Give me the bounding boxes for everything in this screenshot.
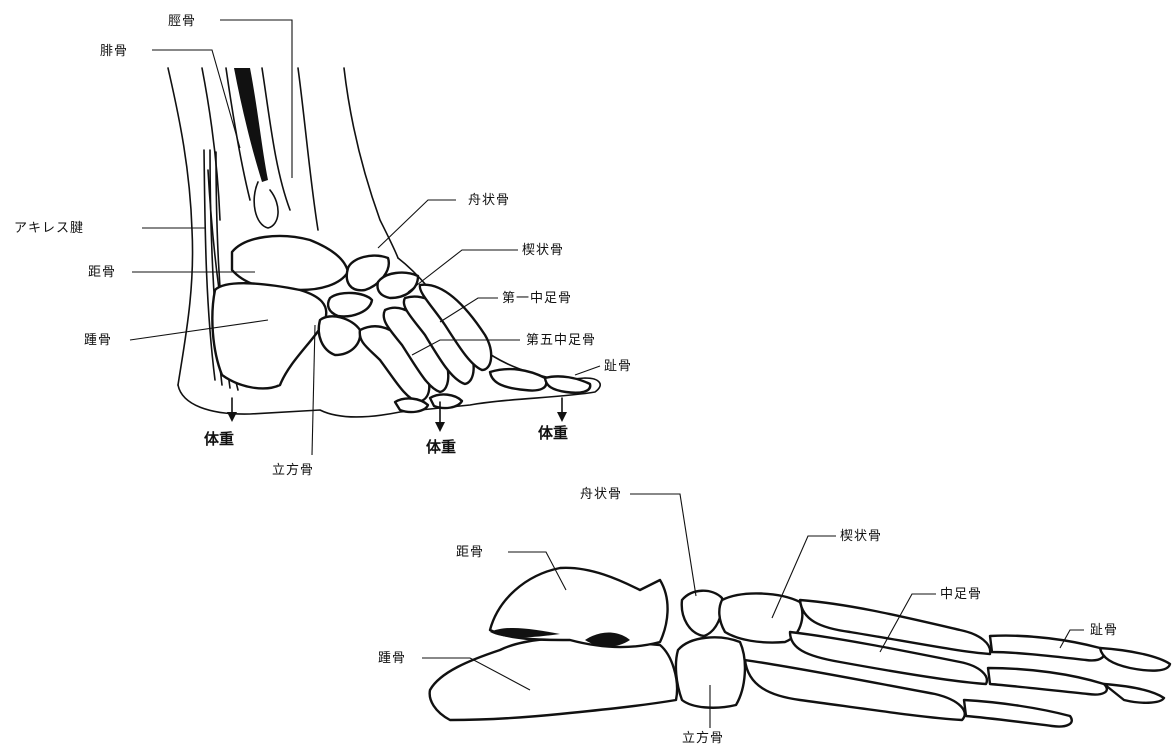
label-cuboid: 立方骨 xyxy=(272,462,314,478)
tibia-outline-left xyxy=(298,68,318,230)
achilles-outline-back xyxy=(168,68,193,385)
label-navicular-lower: 舟状骨 xyxy=(580,487,622,502)
lateral-malleolus xyxy=(254,182,278,228)
label-cuneiform: 楔状骨 xyxy=(522,243,564,258)
label-phalanges: 趾骨 xyxy=(604,359,632,374)
cuboid-bone xyxy=(319,316,360,355)
label-cuneiform-lower: 楔状骨 xyxy=(840,529,882,544)
label-metatarsals-lower: 中足骨 xyxy=(940,587,982,602)
label-tibia: 脛骨 xyxy=(168,14,196,29)
label-achilles: アキレス腱 xyxy=(14,221,84,236)
tibia-outline-right xyxy=(344,68,398,258)
calcaneus-bone xyxy=(212,283,326,388)
label-weight-mid: 体重 xyxy=(426,438,456,456)
label-weight-toe: 体重 xyxy=(538,424,568,442)
cuneiform-bone-1 xyxy=(378,273,419,298)
label-calcaneus: 踵骨 xyxy=(84,333,112,348)
label-fifth-metatarsal: 第五中足骨 xyxy=(526,333,596,348)
fibula-outline-right xyxy=(262,68,290,210)
label-first-metatarsal: 第一中足骨 xyxy=(502,291,572,306)
calcaneus-lateral xyxy=(430,638,677,720)
phalanges-lateral xyxy=(964,636,1170,727)
label-weight-heel: 体重 xyxy=(204,430,234,448)
upper-foot-figure: 脛骨 腓骨 アキレス腱 距骨 踵骨 舟状骨 楔状骨 第一中足骨 第五中足骨 趾骨… xyxy=(14,14,632,478)
label-navicular: 舟状骨 xyxy=(468,193,510,208)
label-fibula: 腓骨 xyxy=(100,43,128,59)
label-cuboid-lower: 立方骨 xyxy=(682,730,724,746)
label-calcaneus-lower: 踵骨 xyxy=(378,651,406,666)
fibula-shaft xyxy=(234,68,268,182)
navicular-lateral xyxy=(682,591,723,636)
label-talus: 距骨 xyxy=(88,265,116,280)
lower-foot-figure: 舟状骨 距骨 楔状骨 中足骨 踵骨 趾骨 立方骨 xyxy=(378,487,1170,746)
cuneiform-bone-2 xyxy=(328,293,372,316)
label-talus-lower: 距骨 xyxy=(456,545,484,560)
label-phalanges-lower: 趾骨 xyxy=(1090,623,1118,638)
